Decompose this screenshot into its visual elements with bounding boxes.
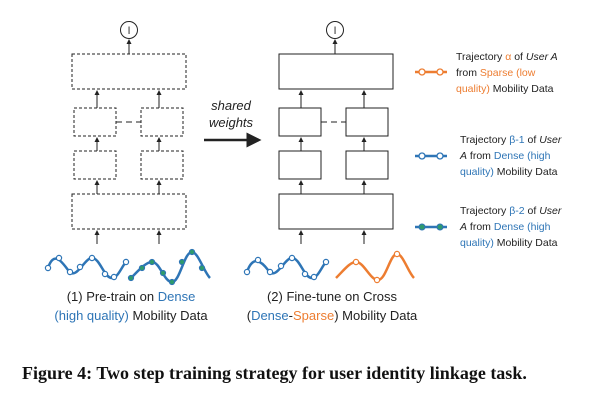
finetune-caption-line2: (Dense-Sparse) Mobility Data xyxy=(247,308,418,323)
trajectory-sketch-right-b xyxy=(335,250,415,284)
encoder-a-l2-left xyxy=(73,107,117,137)
legend-beta-1: Trajectory β-1 of User A from Dense (hig… xyxy=(415,134,562,178)
pretrain-network xyxy=(71,21,187,244)
embedding-layer-left xyxy=(71,193,187,230)
pretrain-caption-line2: (high quality) Mobility Data xyxy=(54,308,208,323)
trajectory-sketch-right-a xyxy=(243,254,330,281)
legend-alpha-text-1: Trajectory α of User A xyxy=(456,51,558,63)
trajectory-sketch-left-a xyxy=(44,254,130,281)
legend-beta1-marker-2 xyxy=(436,152,444,160)
encoder-a-l1-left xyxy=(73,150,117,180)
shared-weights-label-2: weights xyxy=(209,115,254,130)
legend-alpha: Trajectory α of User A from Sparse (low … xyxy=(415,51,558,95)
encoder-b-l1-right xyxy=(345,150,389,180)
legend-beta2-marker-1 xyxy=(418,223,426,231)
top-layer-right xyxy=(278,53,394,90)
trajectory-sketch-left-b xyxy=(127,248,211,286)
encoder-b-l2-right xyxy=(345,107,389,137)
encoder-b-l1-left xyxy=(140,150,184,180)
legend-beta1-marker-1 xyxy=(418,152,426,160)
finetune-caption-line1: (2) Fine-tune on Cross xyxy=(267,289,398,304)
pretrain-caption-line1: (1) Pre-train on Dense xyxy=(67,289,196,304)
figure-caption: Figure 4: Two step training strategy for… xyxy=(22,363,527,383)
legend-alpha-text-2: from Sparse (low xyxy=(456,67,536,79)
output-label-left: l xyxy=(128,25,130,37)
legend-beta-2: Trajectory β-2 of User A from Dense (hig… xyxy=(415,205,562,249)
legend-alpha-marker-1 xyxy=(418,68,426,76)
legend-beta2-text-2: A from Dense (high xyxy=(459,221,551,233)
embedding-layer-right xyxy=(278,193,394,230)
legend-beta2-marker-2 xyxy=(436,223,444,231)
shared-weights-label: shared xyxy=(211,98,252,113)
legend-beta2-text-1: Trajectory β-2 of User xyxy=(460,205,562,217)
legend-alpha-marker-2 xyxy=(436,68,444,76)
legend-beta2-text-3: quality) Mobility Data xyxy=(460,237,558,249)
legend-beta1-text-2: A from Dense (high xyxy=(459,150,551,162)
output-label-right: l xyxy=(334,25,336,37)
encoder-a-l2-right xyxy=(278,107,322,137)
output-node-left xyxy=(120,21,138,39)
legend-alpha-text-3: quality) Mobility Data xyxy=(456,83,554,95)
output-node-right xyxy=(326,21,344,39)
legend-beta1-text-1: Trajectory β-1 of User xyxy=(460,134,562,146)
top-layer-left xyxy=(71,53,187,90)
encoder-a-l1-right xyxy=(278,150,322,180)
legend-beta1-text-3: quality) Mobility Data xyxy=(460,166,558,178)
finetune-network xyxy=(278,21,394,244)
encoder-b-l2-left xyxy=(140,107,184,137)
